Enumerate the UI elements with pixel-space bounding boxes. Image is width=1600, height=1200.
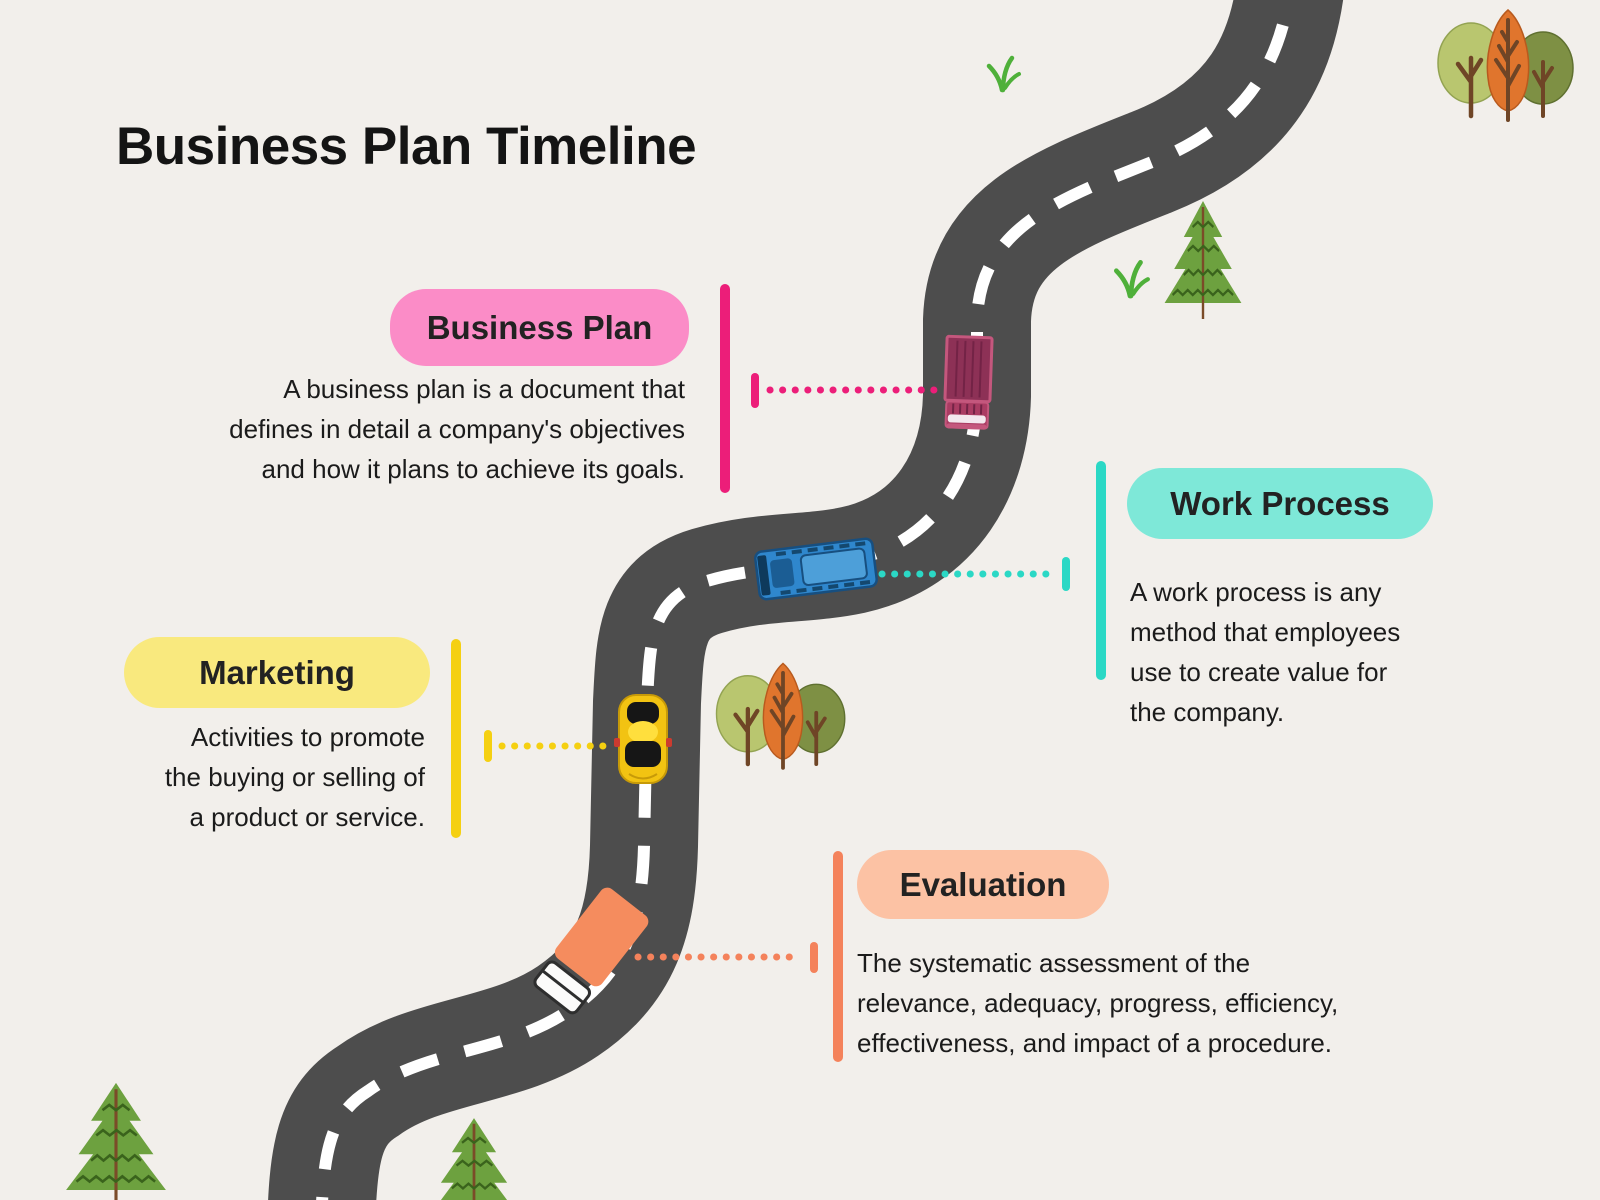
deciduous-tree-cluster-icon xyxy=(1438,10,1573,120)
evaluation-accent-bar xyxy=(833,851,843,1062)
business-plan-connector xyxy=(751,373,942,408)
description-line: Activities to promote xyxy=(190,722,425,752)
work-process-label: Work Process xyxy=(1170,484,1390,522)
road-center-line xyxy=(316,0,1295,1200)
business-plan-description: A business plan is a document that defin… xyxy=(175,369,685,489)
pine-tree-icon xyxy=(64,1081,168,1200)
description-line: A work process is any xyxy=(1130,577,1382,607)
work-process-description: A work process is any method that employ… xyxy=(1130,572,1460,732)
delivery-truck-icon xyxy=(943,334,994,430)
description-line: the buying or selling of xyxy=(164,762,425,792)
pine-tree-icon xyxy=(1163,199,1243,321)
description-line: method that employees xyxy=(1130,617,1401,647)
description-line: defines in detail a company's objectives xyxy=(229,414,685,444)
business-plan-label-pill: Business Plan xyxy=(390,289,689,366)
description-line: use to create value for xyxy=(1130,657,1388,687)
business-plan-label: Business Plan xyxy=(426,308,653,346)
grass-tuft-icon xyxy=(989,58,1019,90)
description-line: effectiveness, and impact of a procedure… xyxy=(857,1028,1333,1058)
work-process-label-pill: Work Process xyxy=(1127,468,1433,539)
marketing-description: Activities to promote the buying or sell… xyxy=(105,717,425,837)
description-line: the company. xyxy=(1130,697,1285,727)
work-process-connector xyxy=(878,557,1070,591)
pine-tree-icon xyxy=(428,1116,520,1200)
page-title: Business Plan Timeline xyxy=(116,117,697,176)
work-process-accent-bar xyxy=(1096,461,1106,680)
bus-icon xyxy=(754,537,878,601)
marketing-label: Marketing xyxy=(199,653,355,691)
marketing-connector xyxy=(484,730,616,762)
marketing-label-pill: Marketing xyxy=(124,637,430,708)
business-plan-accent-bar xyxy=(720,284,730,493)
description-line: and how it plans to achieve its goals. xyxy=(261,454,685,484)
grass-tuft-icon xyxy=(1116,262,1148,296)
sports-car-icon xyxy=(614,694,672,784)
evaluation-connector xyxy=(634,942,818,973)
description-line: A business plan is a document that xyxy=(283,374,685,404)
evaluation-description: The systematic assessment of the relevan… xyxy=(857,943,1437,1063)
description-line: The systematic assessment of the xyxy=(857,948,1251,978)
description-line: a product or service. xyxy=(189,802,425,832)
evaluation-label-pill: Evaluation xyxy=(857,850,1109,919)
deciduous-tree-cluster-icon xyxy=(717,663,845,768)
marketing-accent-bar xyxy=(451,639,461,838)
evaluation-label: Evaluation xyxy=(899,865,1067,903)
description-line: relevance, adequacy, progress, efficienc… xyxy=(857,988,1339,1018)
tanker-truck-icon xyxy=(533,887,649,1015)
